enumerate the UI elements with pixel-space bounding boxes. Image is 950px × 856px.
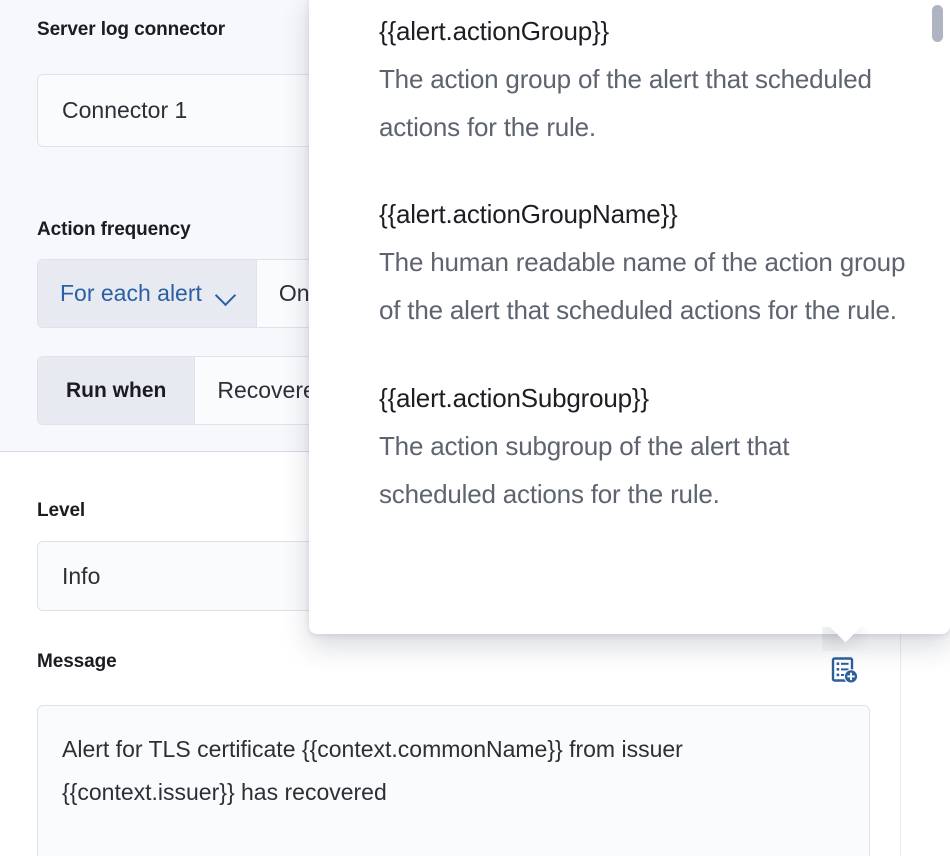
level-label: Level	[37, 500, 86, 521]
server-log-connector-label: Server log connector	[37, 19, 226, 40]
add-variable-icon	[830, 656, 860, 689]
level-value: Info	[62, 562, 101, 589]
variable-name: {{alert.actionGroup}}	[379, 16, 609, 46]
variable-description: The human readable name of the action gr…	[379, 247, 906, 326]
popover-arrow	[822, 627, 868, 651]
variable-name: {{alert.actionSubgroup}}	[379, 382, 649, 413]
action-frequency-label: Action frequency	[37, 219, 191, 240]
server-log-connector-value: Connector 1	[62, 97, 188, 123]
variable-description: The action subgroup of the alert that sc…	[379, 430, 790, 509]
variable-item[interactable]: {{alert.actionGroup}} The action group o…	[379, 14, 910, 151]
chevron-down-icon	[216, 288, 236, 300]
action-frequency-summary-label: For each alert	[60, 280, 202, 306]
variable-item[interactable]: {{alert.actionGroupName}} The human read…	[379, 197, 910, 334]
variable-description: The action group of the alert that sched…	[379, 64, 872, 143]
action-frequency-summary-button[interactable]: For each alert	[38, 260, 257, 327]
message-textarea[interactable]: Alert for TLS certificate {{context.comm…	[37, 705, 870, 856]
run-when-label: Run when	[38, 357, 196, 424]
variables-list[interactable]: {{alert.actionGroup}} The action group o…	[309, 0, 950, 634]
variables-popover: {{alert.actionGroup}} The action group o…	[309, 0, 950, 634]
variable-item[interactable]: {{alert.actionSubgroup}} The action subg…	[379, 381, 910, 518]
add-variable-button[interactable]	[828, 655, 862, 689]
message-label: Message	[37, 651, 117, 672]
popover-scrollbar[interactable]	[932, 0, 943, 630]
variable-name: {{alert.actionGroupName}}	[379, 199, 678, 230]
popover-scrollbar-thumb[interactable]	[932, 5, 943, 42]
